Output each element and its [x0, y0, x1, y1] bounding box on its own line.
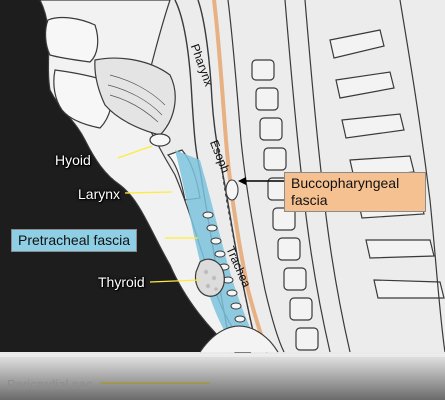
buccopharyngeal-fascia-label: Buccopharyngeal fascia: [284, 172, 426, 212]
pretracheal-fascia-label: Pretracheal fascia: [11, 229, 138, 252]
background-dark: [0, 0, 240, 352]
video-progress-bar[interactable]: [0, 354, 445, 357]
hyoid-label: Hyoid: [55, 152, 91, 168]
thyroid-gland: [194, 258, 225, 297]
video-controls-overlay[interactable]: [0, 352, 445, 400]
maxilla: [44, 16, 99, 63]
buccopharyngeal-arrow: [238, 177, 290, 185]
thyroid-label: Thyroid: [98, 274, 145, 290]
pericardial-sac-label: Pericardial sac: [7, 377, 93, 392]
hyoid-bone: [149, 133, 171, 147]
prevertebral-fascia: [227, 0, 285, 353]
larynx-label: Larynx: [78, 186, 121, 202]
